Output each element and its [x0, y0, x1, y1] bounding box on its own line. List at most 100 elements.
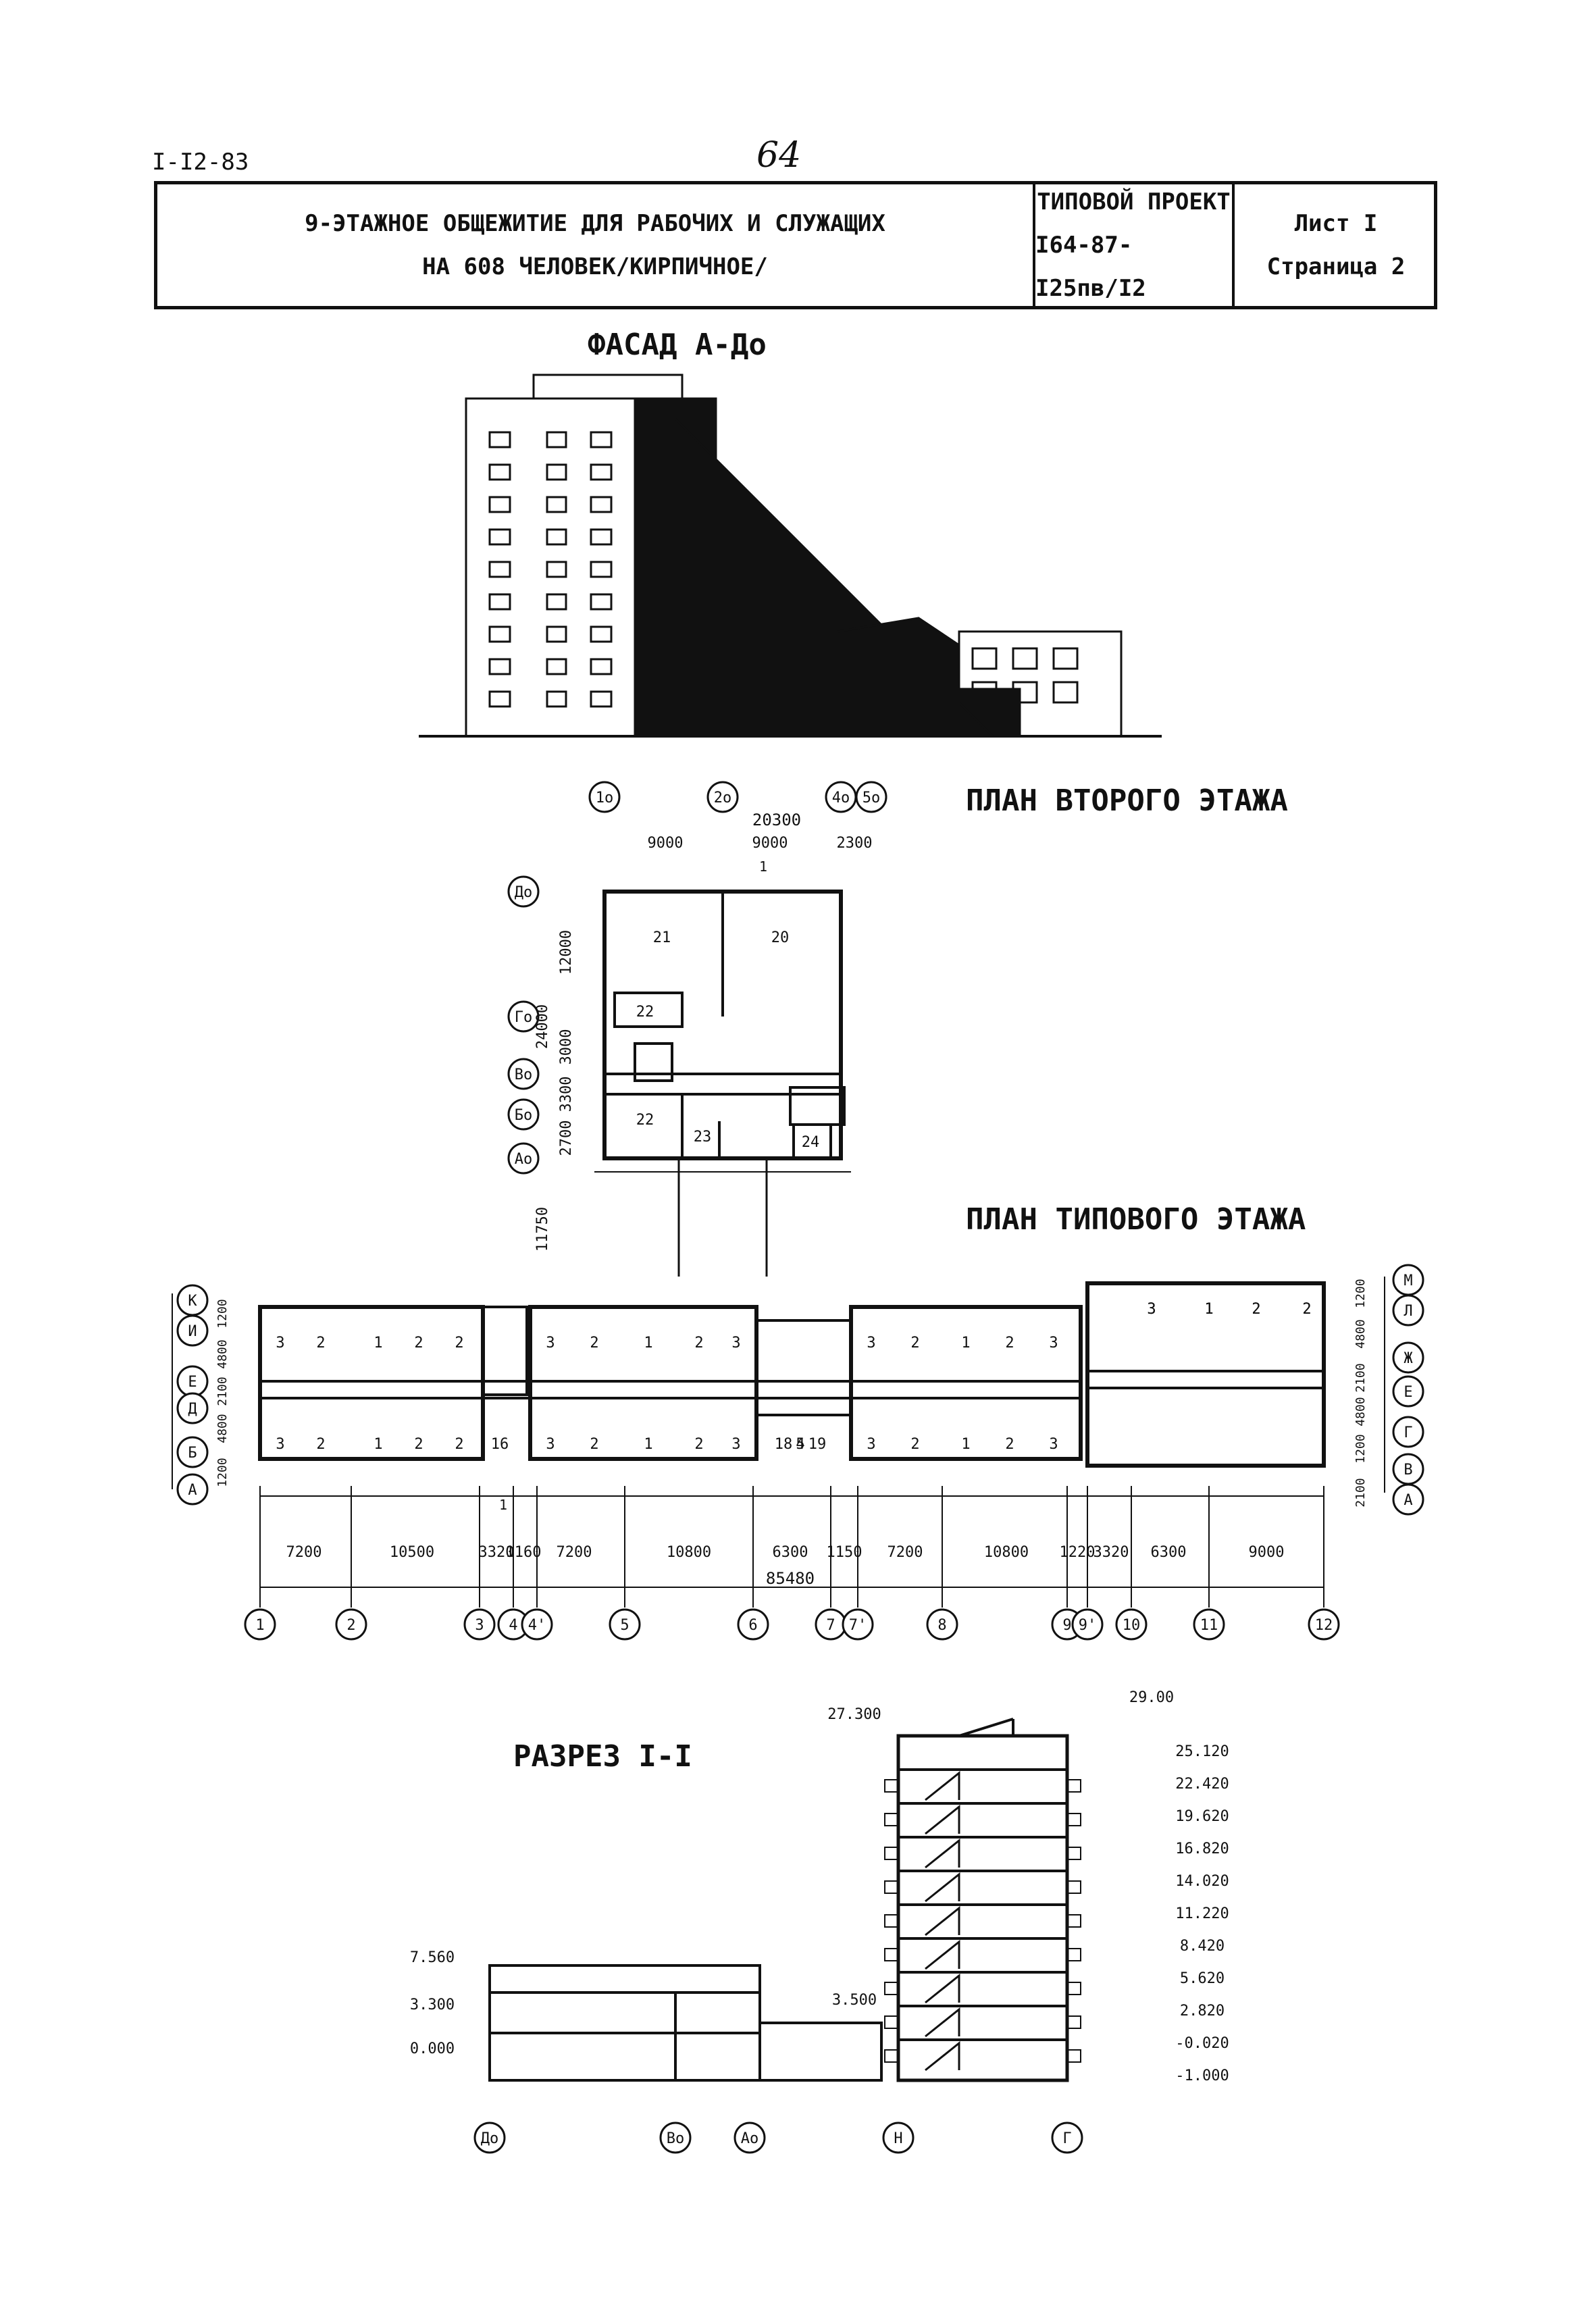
section-axis-g: Г [1062, 2130, 1071, 2147]
plan2-axis-4: 4о [832, 790, 850, 806]
section-level-2900: 29.00 [1129, 1689, 1174, 1706]
title-block: 9-ЭТАЖНОЕ ОБЩЕЖИТИЕ ДЛЯ РАБОЧИХ И СЛУЖАЩ… [154, 181, 1437, 309]
typ-axis-bottom-12-circle [1071, 1608, 1104, 1641]
typ-room-b-top-4: 2 [694, 1335, 703, 1352]
typ-axis-left-2: И [188, 1323, 197, 1340]
typ-dim-bottom-4: 1160 [506, 1544, 542, 1561]
typ-axis-bottom-5-circle [521, 1608, 553, 1641]
section-level-tower-5: 14.020 [1175, 1873, 1229, 1890]
section-level-tower-10: -0.020 [1175, 2035, 1229, 2052]
page-number: 64 [756, 135, 802, 176]
typ-room-a-top-5: 2 [455, 1335, 463, 1352]
section-axis-vo-circle [659, 2122, 692, 2154]
typ-room-c-top-3: 1 [961, 1335, 970, 1352]
typ-axis-bottom-6: 5 [620, 1617, 629, 1634]
plan2-section-mark: 1 [759, 858, 767, 875]
plan2-axis-bo-circle [507, 1098, 540, 1131]
typ-room-d-4: 2 [1302, 1301, 1311, 1318]
section-level-tower-7: 8.420 [1180, 1938, 1225, 1955]
typ-axis-bottom-3: 3 [475, 1617, 484, 1634]
typ-axis-bottom-13: 10 [1123, 1617, 1141, 1634]
plan2-axis-1-circle [588, 781, 621, 813]
typ-room-c-bottom-2: 2 [910, 1436, 919, 1453]
typ-axis-left-3: Е [188, 1374, 197, 1391]
plan2-axis-vo-circle [507, 1058, 540, 1090]
section-axis-ao: Ао [741, 2130, 759, 2147]
typ-axis-left-4-circle [176, 1392, 209, 1424]
typ-dim-bottom-11: 1220 [1060, 1544, 1096, 1561]
typ-dim-left-1: 1200 [215, 1299, 230, 1328]
section-level-tower-9: 2.820 [1180, 2003, 1225, 2020]
title-cell: 9-ЭТАЖНОЕ ОБЩЕЖИТИЕ ДЛЯ РАБОЧИХ И СЛУЖАЩ… [157, 184, 1035, 306]
typ-room-b-bottom-5: 3 [731, 1436, 740, 1453]
section-title: РАЗРЕЗ I-I [513, 1739, 692, 1774]
section-axis-n-circle [882, 2122, 915, 2154]
plan2-axis-2: 2о [714, 790, 732, 806]
typ-room-a-bottom-4: 2 [414, 1436, 423, 1453]
typ-room-b-top-5: 3 [731, 1335, 740, 1352]
typ-axis-left-6-circle [176, 1473, 209, 1506]
section-level-7560: 7.560 [410, 1949, 455, 1966]
typ-axis-bottom-13-circle [1115, 1608, 1148, 1641]
section-level-3500: 3.500 [832, 1992, 877, 2009]
typ-room-a-top-3: 1 [374, 1335, 382, 1352]
plan2-dim-total: 20300 [752, 811, 801, 829]
typ-axis-bottom-1: 1 [255, 1617, 264, 1634]
typ-room-c-bottom-4: 2 [1005, 1436, 1014, 1453]
section-axis-ao-circle [733, 2122, 766, 2154]
typ-dim-left-2: 4800 [215, 1339, 230, 1368]
project-cell: ТИПОВОЙ ПРОЕКТ I64-87-I25пв/I2 [1035, 184, 1235, 306]
typ-axis-right-7: А [1404, 1492, 1412, 1509]
typ-room-d-6: 1 [1204, 1301, 1213, 1318]
plan2-dim-x-3: 2300 [837, 835, 873, 852]
plan2-axis-bo: Бо [515, 1107, 533, 1124]
plan2-axis-do: До [515, 884, 533, 901]
typ-room-b-bottom-7: 4 [796, 1436, 804, 1453]
section-axis-vo: Во [667, 2130, 685, 2147]
section-level-3300: 3.300 [410, 1997, 455, 2013]
typ-room-b-bottom-2: 2 [590, 1436, 598, 1453]
section-level-tower-8: 5.620 [1180, 1970, 1225, 1987]
typ-room-a-bottom-6: 16 [491, 1436, 509, 1453]
typ-dim-bottom-3: 3320 [479, 1544, 515, 1561]
typ-axis-bottom-15: 12 [1315, 1617, 1333, 1634]
section-axis-g-circle [1051, 2122, 1083, 2154]
typ-axis-bottom-14-circle [1193, 1608, 1225, 1641]
typ-room-b-top-3: 1 [644, 1335, 652, 1352]
section-level-tower-1: 25.120 [1175, 1743, 1229, 1760]
typ-dim-bottom-10: 10800 [984, 1544, 1029, 1561]
section-level-0000: 0.000 [410, 2040, 455, 2057]
section-axis-do-circle [473, 2122, 506, 2154]
title-line-2: НА 608 ЧЕЛОВЕК/КИРПИЧНОЕ/ [422, 253, 768, 280]
plan-typical-floor [172, 1277, 1385, 1608]
typ-axis-left-5: Б [188, 1445, 197, 1462]
typ-dim-right-1: 1200 [1354, 1279, 1368, 1308]
typ-axis-right-2: Л [1404, 1303, 1412, 1320]
typ-room-a-bottom-1: 3 [276, 1436, 284, 1453]
typ-room-d-2: 1 [1204, 1301, 1213, 1318]
typ-room-d-8: 2 [1302, 1301, 1311, 1318]
typ-axis-bottom-6-circle [609, 1608, 641, 1641]
plan2-axis-2-circle [706, 781, 739, 813]
plan2-dim-x-1: 9000 [648, 835, 684, 852]
typ-axis-bottom-14: 11 [1200, 1617, 1218, 1634]
typ-axis-bottom-8: 7 [826, 1617, 835, 1634]
typ-axis-right-3-circle [1392, 1341, 1424, 1374]
typ-axis-bottom-12: 9' [1079, 1617, 1097, 1634]
typ-axis-right-2-circle [1392, 1294, 1424, 1327]
plan2-dim-y-2: 3000 [558, 1029, 575, 1065]
typ-axis-bottom-10-circle [926, 1608, 958, 1641]
typ-dim-right-4: 4800 [1354, 1397, 1368, 1426]
typ-dim-bottom-9: 7200 [887, 1544, 923, 1561]
document-code: I-I2-83 [152, 149, 249, 176]
typ-axis-left-6: А [188, 1482, 197, 1499]
section-level-tower-11: -1.000 [1175, 2067, 1229, 2084]
typ-room-b-bottom-4: 2 [694, 1436, 703, 1453]
typ-room-d-5: 3 [1147, 1301, 1156, 1318]
typ-room-b-top-2: 2 [590, 1335, 598, 1352]
typ-room-b-bottom-3: 1 [644, 1436, 652, 1453]
facade-drawing [419, 374, 1162, 738]
project-label: ТИПОВОЙ ПРОЕКТ [1037, 188, 1231, 215]
plan2-room-5: 23 [694, 1129, 712, 1146]
